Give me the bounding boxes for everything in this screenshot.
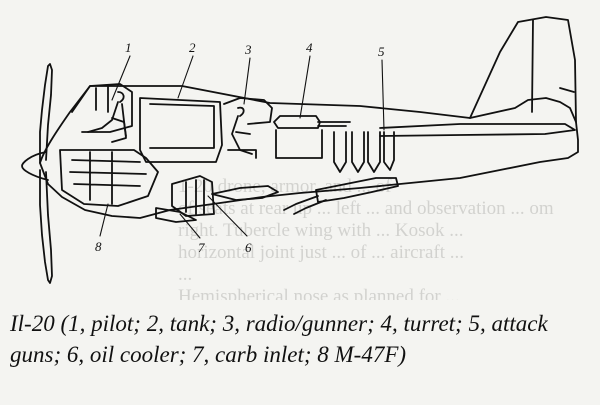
bg-line: right. Tubercle wing with ... Kosok ... [178,220,464,241]
engine-detail [69,151,147,205]
leader-line-4 [299,55,311,119]
callout-4: 4 [306,40,313,55]
attack-gun-pod [315,177,399,203]
bg-line: 1-20 drone, armor, and ... of [178,176,392,197]
oil-cooler-fins [185,179,205,215]
propeller-upper-blade [39,63,53,164]
turret-base [275,129,323,159]
background-text: 1-20 drone, armor, and ... of of seats a… [178,176,598,300]
tail-detail [559,87,575,93]
leader-line-3 [243,57,251,105]
stabilizer [379,123,576,137]
fuselage-outline [39,85,579,219]
bg-line: of seats at rear up ... left ... and obs… [178,198,554,219]
canopy-frame [95,85,109,113]
bg-line: ... [178,264,193,285]
bg-line: horizontal joint just ... of ... aircraf… [178,242,464,263]
wing-stores [211,185,279,201]
callout-3: 3 [244,42,252,57]
figure-caption: Il-20 (1, pilot; 2, tank; 3, radio/gunne… [10,311,548,367]
leader-line-5 [381,59,385,131]
ammo-rack [333,131,395,173]
attack-gun-barrels [283,195,327,215]
pilot-canopy [71,83,133,133]
gunner-canopy [223,97,273,125]
gunner-seat [227,149,257,159]
leader-line-6 [207,195,248,237]
fuel-tank-inner [149,103,215,149]
bg-line: Hemispherical nose as planned for ... [178,286,460,300]
aircraft-cutaway-drawing: 1 2 3 4 5 6 7 8 [21,16,579,284]
pilot-seat [111,103,127,143]
propeller-lower-blade [39,169,53,284]
spinner [21,151,49,181]
gunner-figure [231,106,253,155]
leader-line-8 [99,203,109,237]
callout-5: 5 [378,44,385,59]
leader-line-7 [179,213,201,239]
callout-6: 6 [245,240,252,255]
turret-guns [317,121,351,127]
turret [273,115,321,129]
callout-8: 8 [95,239,102,254]
callout-7: 7 [198,240,205,255]
callout-2: 2 [189,40,196,55]
callout-1: 1 [125,40,132,55]
leader-line-2 [177,55,194,99]
tail-fin [469,16,577,123]
fuel-tank [139,97,223,163]
rudder-line [531,19,534,113]
engine [59,149,159,207]
leader-line-1 [111,55,131,101]
oil-cooler [171,175,215,217]
